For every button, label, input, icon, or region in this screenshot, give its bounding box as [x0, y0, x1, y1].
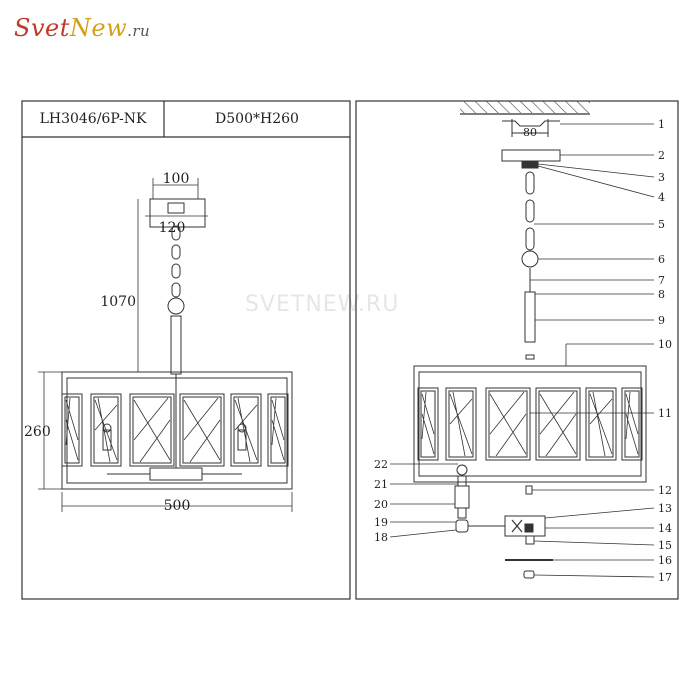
part-number: 9: [658, 314, 665, 327]
part-number: 17: [658, 571, 672, 584]
right-exploded-view: [413, 119, 647, 579]
callout-leaders: [389, 123, 655, 578]
bulbs: [102, 423, 247, 451]
part-number: 16: [658, 554, 672, 567]
dim-body-height: 260: [24, 424, 51, 440]
part-number: 8: [658, 288, 665, 301]
part-number: 19: [374, 516, 388, 529]
part-number: 12: [658, 484, 672, 497]
brand-logo: SvetNew.ru: [14, 14, 150, 42]
left-dimension-lines: [38, 178, 293, 512]
logo-text-svet: Svet: [14, 14, 70, 42]
part-number: 20: [374, 498, 388, 511]
part-number: 14: [658, 522, 672, 535]
part-number: 18: [374, 531, 388, 544]
part-number: 5: [658, 218, 665, 231]
sheet-frame: [21, 100, 679, 600]
left-elevation: [61, 198, 293, 490]
part-number: 10: [658, 338, 672, 351]
logo-text-new: New: [69, 14, 128, 42]
model-code: LH3046/6P-NK: [39, 111, 147, 127]
part-numbers: 1 2 3 4 5 6 7 8 9 10 11 12 13 14 15 16 1…: [374, 118, 672, 584]
part-number: 15: [658, 539, 672, 552]
part-number: 7: [658, 274, 665, 287]
part-number: 4: [658, 191, 665, 204]
part-number: 13: [658, 502, 672, 515]
dim-mount-spacing: 80: [523, 126, 537, 139]
ceiling: [460, 101, 590, 115]
dim-canopy-top: 100: [163, 171, 190, 187]
dim-body-width: 500: [164, 498, 191, 514]
part-number: 2: [658, 149, 665, 162]
mount-spacing-dim: 80: [523, 126, 537, 139]
left-dimension-labels: 100 120 1070 260 500: [24, 171, 190, 514]
part-number: 1: [658, 118, 665, 131]
crystal-panels: [61, 393, 289, 467]
product-size: D500*H260: [215, 111, 299, 127]
part-number: 21: [374, 478, 388, 491]
watermark-text: SVETNEW.RU: [245, 292, 400, 317]
part-number: 11: [658, 407, 672, 420]
logo-text-domain: .ru: [127, 22, 151, 40]
dim-canopy-bottom: 120: [159, 220, 186, 236]
part-number: 6: [658, 253, 665, 266]
part-number: 22: [374, 458, 388, 471]
dim-total-height: 1070: [100, 294, 136, 310]
part-number: 3: [658, 171, 665, 184]
